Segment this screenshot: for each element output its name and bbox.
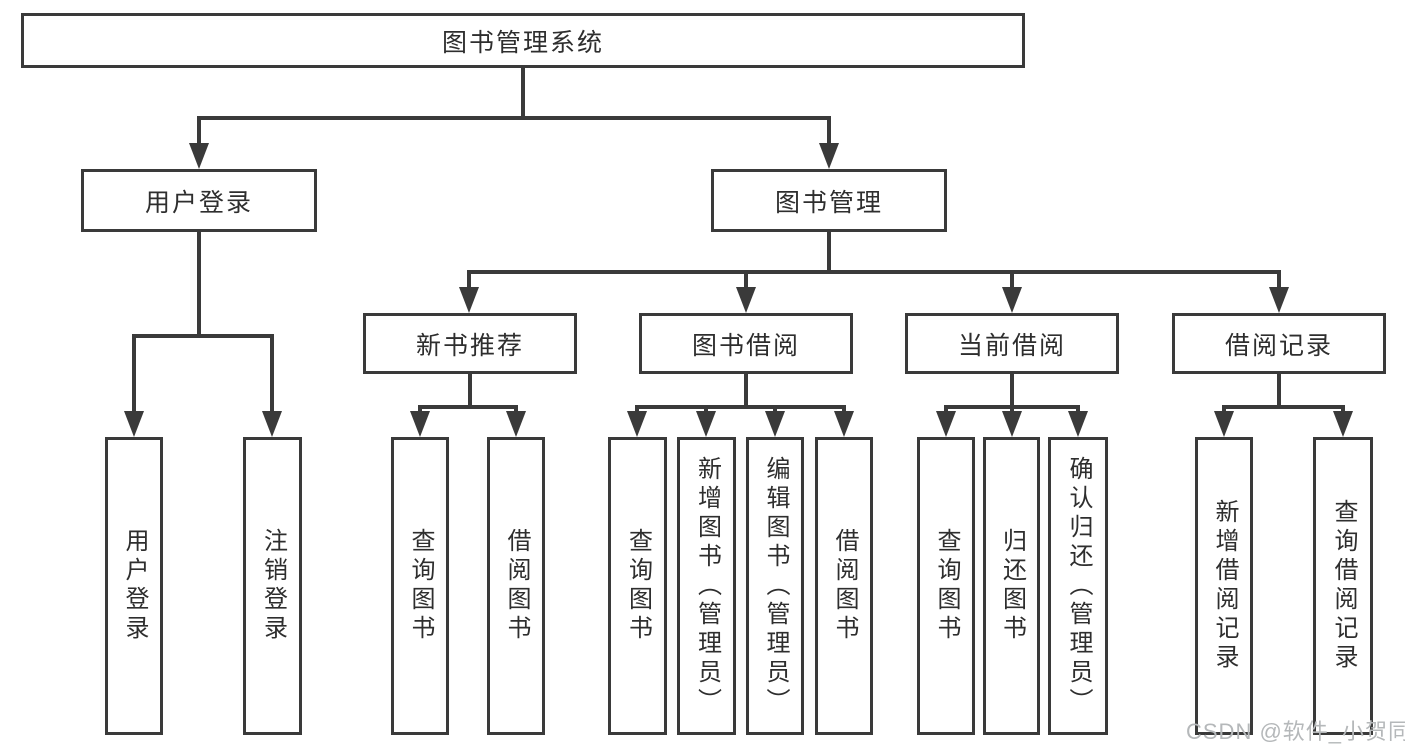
node-borrow-records: 借阅记录 [1172,313,1386,374]
node-cb-return-book-label: 归还图书 [998,528,1026,644]
node-bb-add-book-admin: 新增图书（管理员） [677,437,736,735]
node-login-label: 用户登录 [121,528,148,644]
node-bb-query-book-label: 查询图书 [624,528,652,644]
node-rec-query-borrow-record-label: 查询借阅记录 [1330,499,1357,673]
node-cb-confirm-return-admin: 确认归还（管理员） [1048,437,1108,735]
connector-book-management-children [459,232,1289,313]
node-cb-query-book-label: 查询图书 [933,528,960,644]
node-logout-label: 注销登录 [259,528,287,644]
node-user-login: 用户登录 [81,169,317,232]
node-bb-add-book-admin-label: 新增图书（管理员） [693,455,721,717]
watermark: CSDN @软件_小贺同学 [1186,719,1405,744]
node-nbr-query-book-label: 查询图书 [407,528,434,644]
connector-borrow-records-children [1214,374,1353,437]
node-current-borrow: 当前借阅 [905,313,1119,374]
node-cb-return-book: 归还图书 [983,437,1040,735]
node-logout: 注销登录 [243,437,302,735]
node-rec-add-borrow-record: 新增借阅记录 [1195,437,1253,735]
node-bb-edit-book-admin-label: 编辑图书（管理员） [762,455,789,717]
node-root: 图书管理系统 [21,13,1025,68]
node-book-borrow: 图书借阅 [639,313,853,374]
node-cb-query-book: 查询图书 [917,437,975,735]
connector-user-login-children [124,232,282,437]
node-borrow-records-label: 借阅记录 [1224,331,1333,360]
node-rec-query-borrow-record: 查询借阅记录 [1313,437,1373,735]
node-rec-add-borrow-record-label: 新增借阅记录 [1211,499,1238,673]
node-bb-edit-book-admin: 编辑图书（管理员） [746,437,804,735]
node-nbr-query-book: 查询图书 [391,437,449,735]
node-bb-query-book: 查询图书 [608,437,667,735]
node-nbr-borrow-book-label: 借阅图书 [503,528,530,644]
node-login: 用户登录 [105,437,163,735]
connector-new-book-recommend-children [410,374,526,437]
node-book-borrow-label: 图书借阅 [691,331,800,360]
node-bb-borrow-book-label: 借阅图书 [831,528,858,644]
connector-book-borrow-children [627,374,854,437]
node-nbr-borrow-book: 借阅图书 [487,437,545,735]
node-book-management: 图书管理 [711,169,947,232]
node-cb-confirm-return-admin-label: 确认归还（管理员） [1065,455,1092,717]
node-new-book-recommend-label: 新书推荐 [415,331,524,360]
node-new-book-recommend: 新书推荐 [363,313,577,374]
node-current-borrow-label: 当前借阅 [957,331,1066,360]
node-bb-borrow-book: 借阅图书 [815,437,873,735]
node-user-login-label: 用户登录 [144,188,253,217]
node-root-label: 图书管理系统 [441,28,604,57]
connector-root-to-level2 [189,68,839,169]
node-book-management-label: 图书管理 [774,188,883,217]
connector-current-borrow-children [936,374,1088,437]
